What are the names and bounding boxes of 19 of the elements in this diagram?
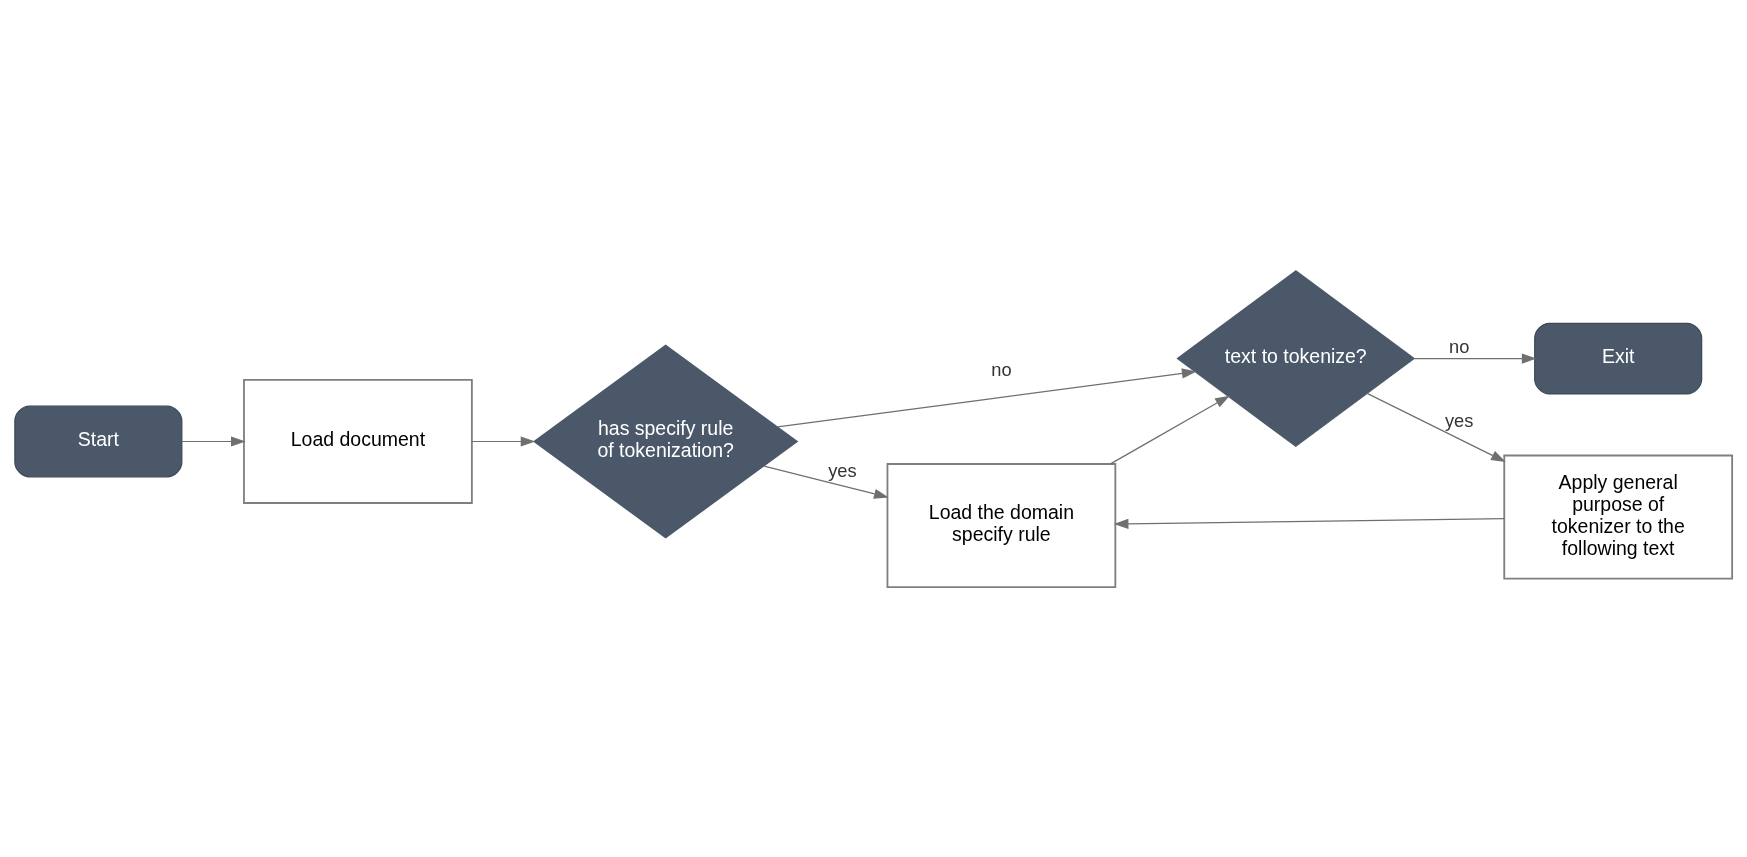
arrow — [1413, 353, 1537, 364]
arrow — [1109, 395, 1230, 464]
node-diamond: text to tokenize? — [1176, 269, 1416, 447]
edge-label: yes — [828, 459, 857, 481]
arrow — [763, 464, 889, 499]
arrow — [777, 367, 1197, 427]
edge-label: no — [991, 358, 1012, 380]
edge-label: no — [1448, 335, 1470, 357]
node-box: Apply general purpose of tokenizer to the following text — [1503, 454, 1734, 579]
arrow — [181, 435, 246, 447]
node-box: Exit — [1534, 322, 1703, 395]
arrow — [1113, 517, 1505, 529]
node-box: Load document — [243, 378, 473, 504]
arrow — [471, 435, 536, 447]
node-diamond: has specify rule of tokenization? — [533, 343, 799, 539]
arrow — [1367, 392, 1506, 462]
node-box: Load the domain specify rule — [886, 462, 1117, 588]
node-box: Start — [14, 405, 183, 477]
edge-label: yes — [1444, 409, 1474, 431]
